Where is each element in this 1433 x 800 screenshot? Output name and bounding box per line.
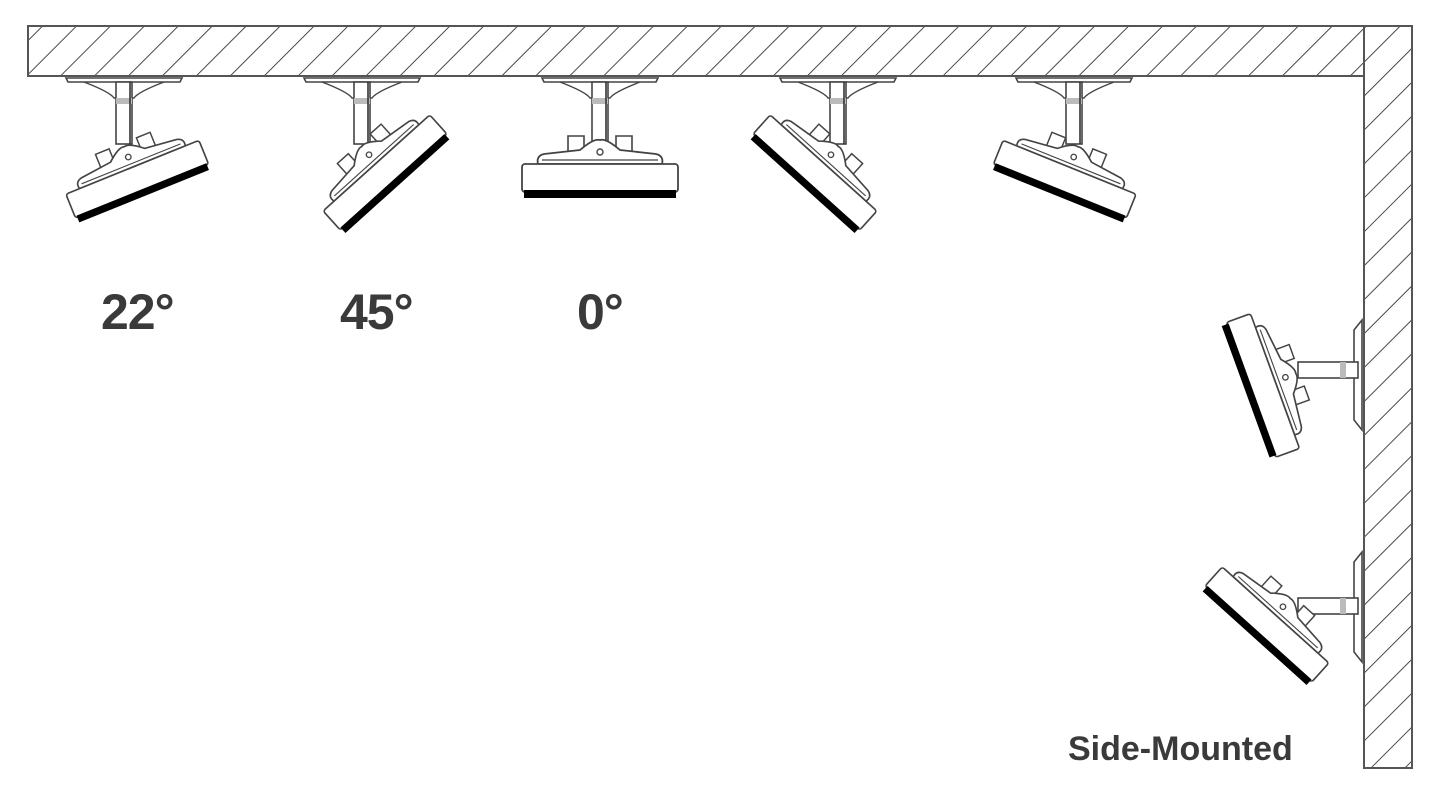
wall [28, 25, 1413, 769]
fixture-wall-lower [1200, 546, 1363, 688]
fixture-wall-upper [1220, 304, 1363, 461]
fixture-ceiling-22deg [55, 77, 212, 224]
side-mounted-label: Side-Mounted [1068, 730, 1293, 768]
fixture-ceiling-neg22deg [990, 77, 1147, 224]
angle-label-0: 0° [577, 284, 624, 340]
angle-label-22: 22° [101, 284, 175, 340]
fixture-ceiling-45deg [303, 77, 452, 236]
fixture-ceiling-0deg [521, 77, 679, 199]
fixture-ceiling-neg45deg [748, 77, 897, 236]
angle-label-45: 45° [340, 284, 414, 340]
ceiling [27, 25, 1413, 77]
